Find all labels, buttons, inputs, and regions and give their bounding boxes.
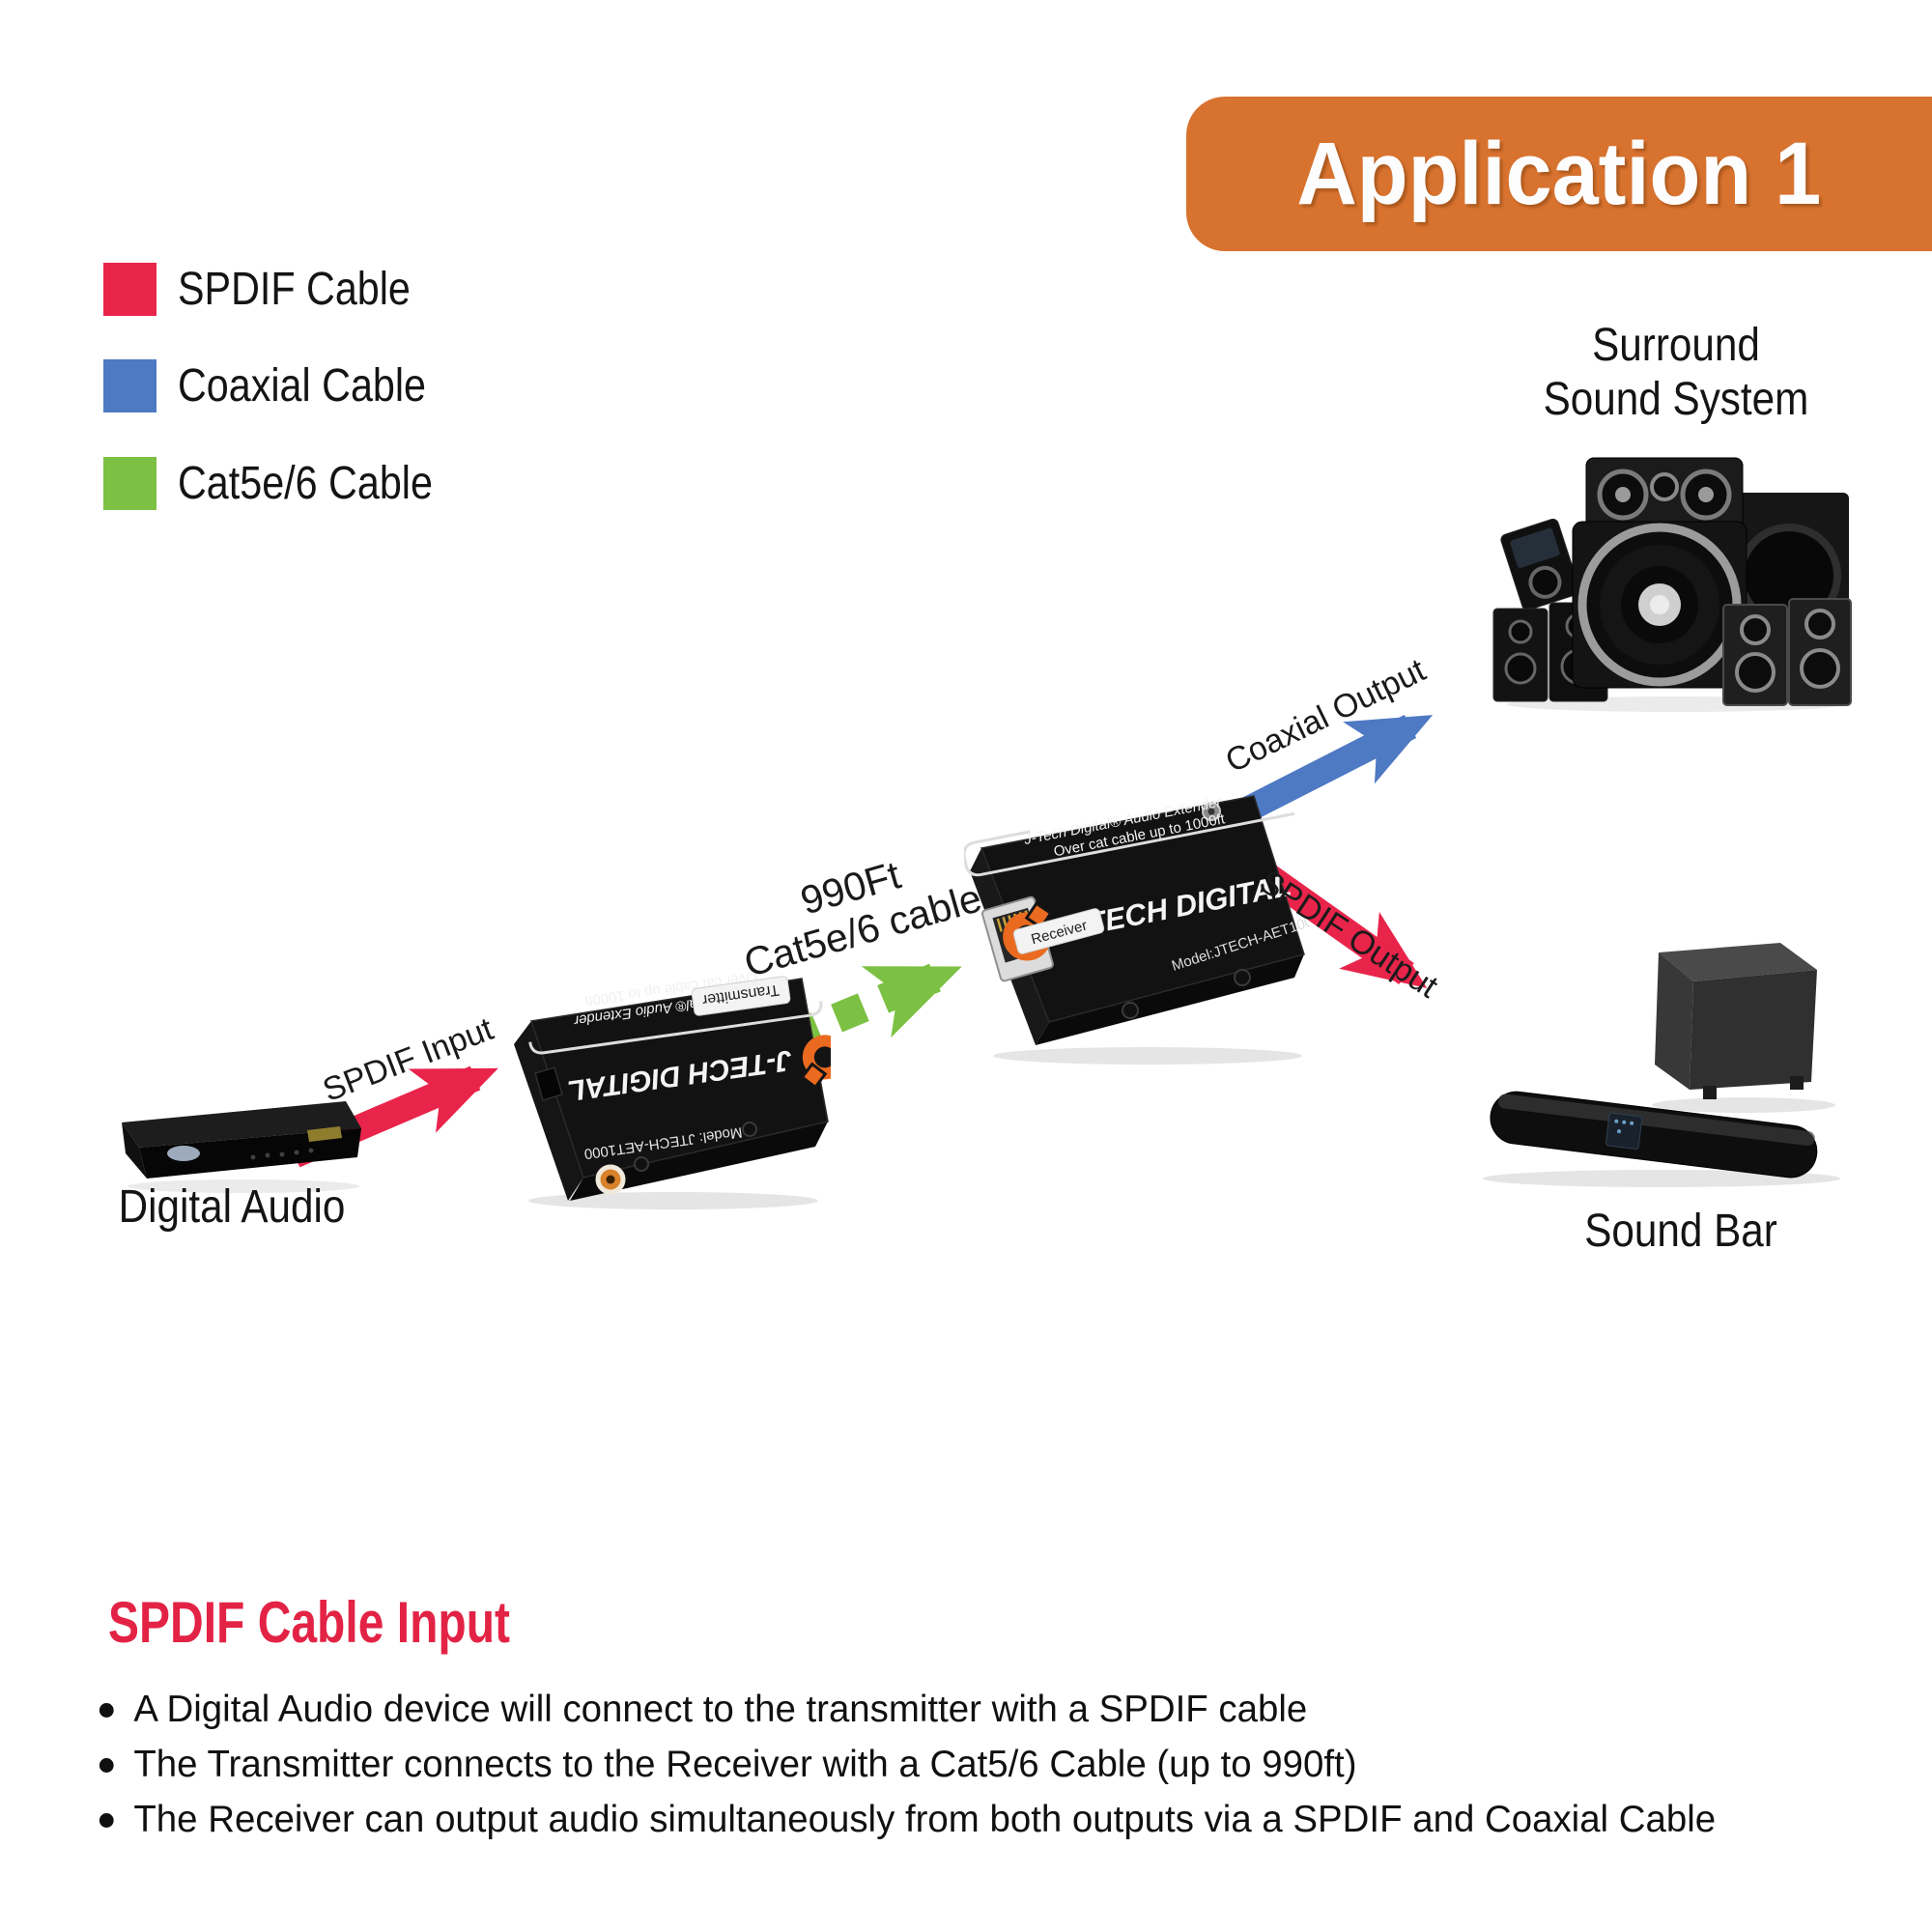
footer-bullet-3: The Receiver can output audio simultaneo… [92,1799,1895,1841]
footer-bullet-1: A Digital Audio device will connect to t… [92,1689,1895,1731]
cable-legend: SPDIF Cable Coaxial Cable Cat5e/6 Cable [103,263,683,553]
digital-audio-label: Digital Audio [118,1181,346,1233]
legend-item-coaxial: Coaxial Cable [103,359,467,412]
legend-label-spdif: SPDIF Cable [178,264,411,315]
player-display [307,1126,342,1142]
surround-speakers-image [1492,457,1852,712]
spdif-cable-swatch-icon [103,263,156,316]
screw-icon [1122,969,1251,1019]
bluray-logo-icon [167,1146,200,1161]
cat5e6-cable-swatch-icon [103,457,156,510]
footer-bullet-list: A Digital Audio device will connect to t… [92,1689,1922,1854]
footer-bullet-2: The Transmitter connects to the Receiver… [92,1744,1895,1786]
spdif-input-label: SPDIF Input [318,1010,498,1109]
digital-audio-device [122,1101,361,1193]
legend-item-cat5e6: Cat5e/6 Cable [103,457,474,510]
jtech-logo-icon [800,1035,831,1090]
toslink-port [534,1066,563,1101]
application-banner: Application 1 [1186,97,1932,251]
transmitter-device: J-TECH DIGITAL Model: JTECH-AET1000 J-Te… [514,968,831,1209]
surround-sound-label: Surround Sound System [1543,320,1809,425]
legend-label-cat5e6: Cat5e/6 Cable [178,458,433,509]
coaxial-output-label: Coaxial Output [1219,651,1432,781]
screw-icon [634,1122,757,1172]
receiver-device: J-Tech Digital® Audio Extender Over cat … [964,794,1310,1065]
footer-heading: SPDIF Cable Input [108,1590,511,1655]
cat5-cable-label: 990Ft Cat5e/6 cable [739,852,987,986]
legend-item-spdif: SPDIF Cable [103,263,448,316]
sound-bar-image [1483,943,1840,1187]
coaxial-cable-swatch-icon [103,359,156,412]
sound-bar-label: Sound Bar [1584,1206,1777,1257]
application-banner-label: Application 1 [1296,124,1822,223]
legend-label-coaxial: Coaxial Cable [178,360,426,412]
